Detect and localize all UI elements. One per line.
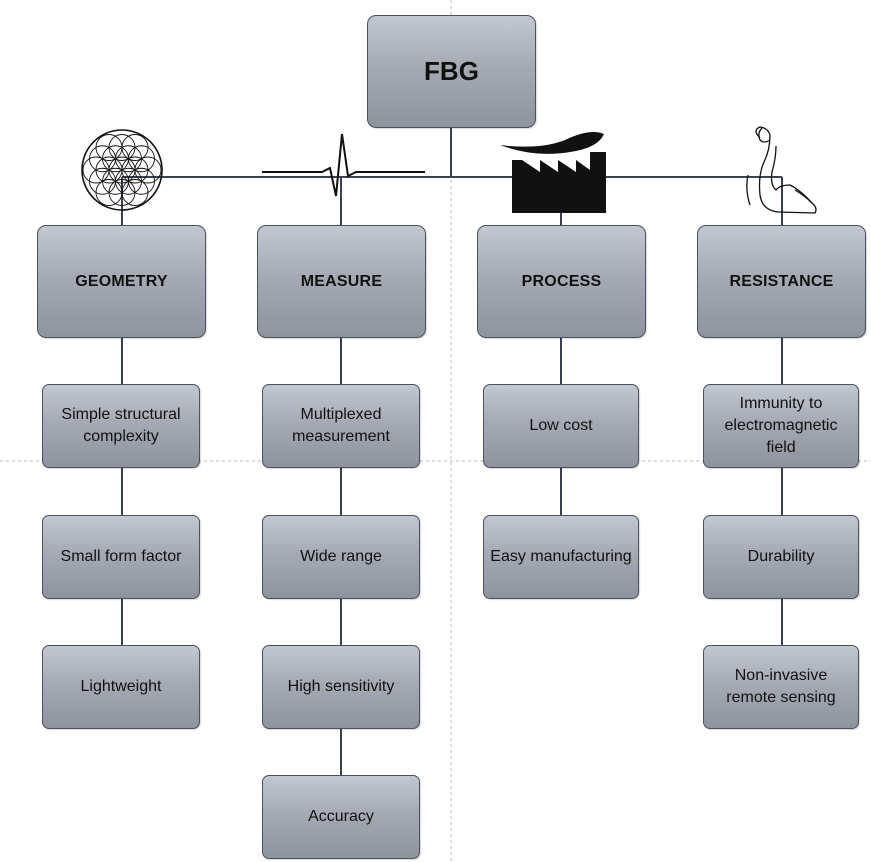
item-durability: Durability bbox=[703, 515, 859, 599]
category-geometry: GEOMETRY bbox=[37, 225, 206, 338]
item-label: Simple structural complexity bbox=[61, 406, 181, 445]
category-label-resistance: RESISTANCE bbox=[729, 272, 834, 290]
pulse-signal-icon bbox=[262, 133, 425, 197]
category-resistance: RESISTANCE bbox=[697, 225, 866, 338]
category-label-geometry: GEOMETRY bbox=[75, 272, 168, 290]
factory-icon bbox=[500, 132, 606, 213]
item-label: Small form factor bbox=[60, 548, 182, 565]
item-label: Low cost bbox=[529, 417, 593, 434]
item-label: High sensitivity bbox=[287, 678, 395, 695]
item-label: Non-invasive remote sensing bbox=[726, 667, 836, 706]
category-measure: MEASURE bbox=[257, 225, 426, 338]
item-label: Easy manufacturing bbox=[490, 548, 632, 565]
root-label: FBG bbox=[424, 56, 479, 86]
item-non-invasive-remote-sensing: Non-invasive remote sensing bbox=[703, 645, 859, 729]
item-label: Multiplexed measurement bbox=[292, 406, 390, 445]
item-high-sensitivity: High sensitivity bbox=[262, 645, 420, 729]
item-multiplexed-measurement: Multiplexed measurement bbox=[262, 384, 420, 468]
category-label-measure: MEASURE bbox=[300, 272, 383, 290]
item-immunity-to-electromagnetic-field: Immunity to electromagnetic field bbox=[703, 384, 859, 468]
item-low-cost: Low cost bbox=[483, 384, 639, 468]
item-label: Accuracy bbox=[308, 808, 374, 825]
item-wide-range: Wide range bbox=[262, 515, 420, 599]
item-small-form-factor: Small form factor bbox=[42, 515, 200, 599]
item-easy-manufacturing: Easy manufacturing bbox=[483, 515, 639, 599]
category-process: PROCESS bbox=[477, 225, 646, 338]
flower-of-life-icon bbox=[81, 129, 163, 211]
root-node-fbg: FBG bbox=[367, 15, 536, 128]
item-label: Lightweight bbox=[80, 678, 162, 695]
item-label: Immunity to electromagnetic field bbox=[724, 395, 838, 456]
item-accuracy: Accuracy bbox=[262, 775, 420, 859]
item-simple-structural-complexity: Simple structural complexity bbox=[42, 384, 200, 468]
item-label: Durability bbox=[747, 548, 815, 565]
category-label-process: PROCESS bbox=[521, 272, 602, 290]
item-label: Wide range bbox=[300, 548, 382, 565]
item-lightweight: Lightweight bbox=[42, 645, 200, 729]
flexed-arm-icon bbox=[746, 126, 817, 214]
